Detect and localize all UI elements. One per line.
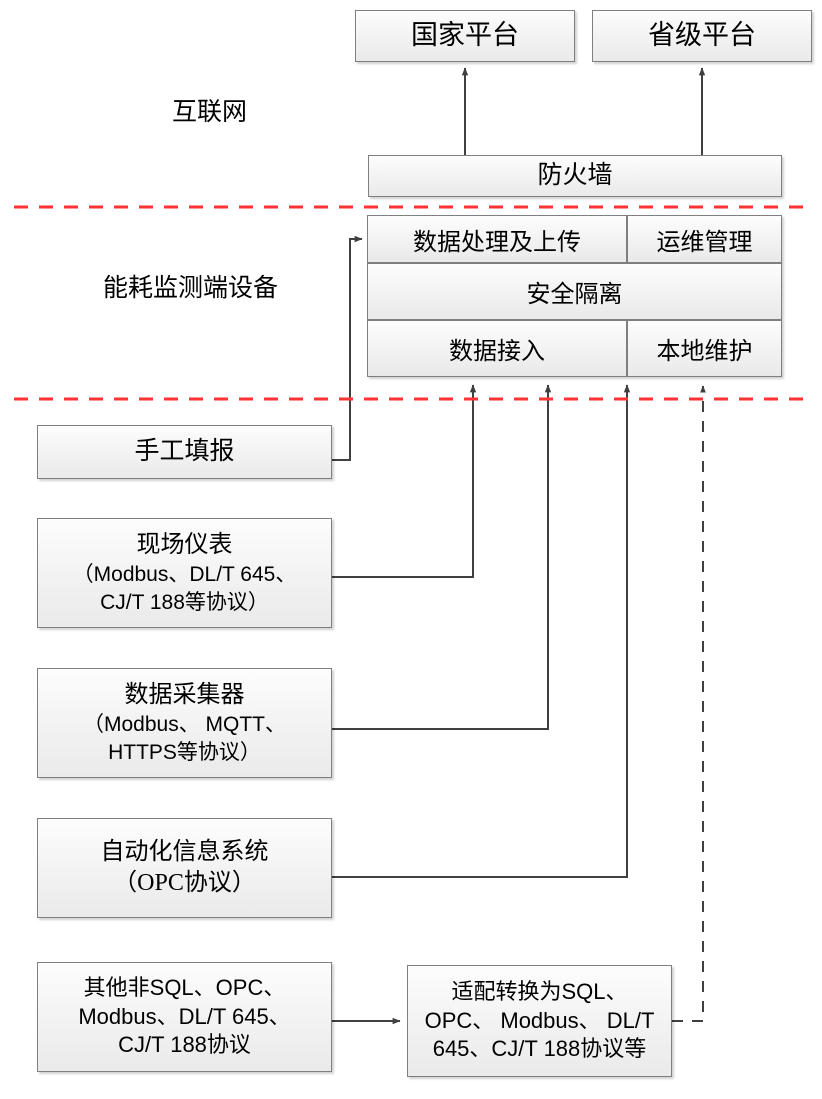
cell-data-access-label: 数据接入 [449, 339, 545, 365]
source-other-protocols[interactable]: 其他非SQL、OPC、 Modbus、DL/T 645、 CJ/T 188协议 [37, 962, 332, 1072]
source-field-meter-line2: （Modbus、DL/T 645、 [72, 563, 297, 587]
edge-collector-to-data-access [332, 384, 552, 730]
cell-data-processing-upload-label: 数据处理及上传 [413, 229, 581, 256]
source-data-collector[interactable]: 数据采集器 （Modbus、 MQTT、 HTTPS等协议） [37, 668, 332, 778]
source-automation-system[interactable]: 自动化信息系统 （OPC协议） [37, 818, 332, 918]
source-manual-entry-label: 手工填报 [134, 437, 235, 465]
source-data-collector-line2: （Modbus、 MQTT、 [82, 713, 287, 737]
adapter-conversion-box[interactable]: 适配转换为SQL、 OPC、 Modbus、 DL/T 645、CJ/T 188… [407, 965, 672, 1077]
source-data-collector-line3: HTTPS等协议） [108, 740, 261, 764]
cell-ops-management[interactable]: 运维管理 [627, 215, 782, 263]
cell-security-isolation[interactable]: 安全隔离 [367, 263, 782, 320]
adapter-conversion-line3: 645、CJ/T 188协议等 [432, 1036, 647, 1062]
source-other-protocols-line2: Modbus、DL/T 645、 [78, 1003, 291, 1029]
adapter-conversion-line2: OPC、 Modbus、 DL/T [424, 1007, 655, 1033]
cell-local-maintenance[interactable]: 本地维护 [627, 320, 782, 377]
platform-provincial-label: 省级平台 [648, 20, 756, 51]
source-manual-entry[interactable]: 手工填报 [37, 425, 332, 479]
source-automation-system-line1: 自动化信息系统 [100, 838, 269, 865]
source-automation-system-line2: （OPC协议） [113, 870, 256, 896]
edge-manual-to-proc-upload [332, 235, 363, 461]
edge-adapter-to-local-maint [672, 385, 706, 1022]
firewall-label: 防火墙 [537, 161, 613, 189]
platform-national[interactable]: 国家平台 [355, 10, 575, 62]
edge-automation-to-data-access [332, 384, 631, 878]
source-field-meter-line3: CJ/T 188等协议） [100, 590, 269, 614]
source-field-meter-line1: 现场仪表 [136, 532, 233, 559]
platform-national-label: 国家平台 [411, 20, 519, 51]
cell-data-access[interactable]: 数据接入 [367, 320, 627, 377]
device-panel: 数据处理及上传 运维管理 安全隔离 数据接入 本地维护 [367, 215, 782, 377]
source-other-protocols-line3: CJ/T 188协议 [118, 1032, 251, 1058]
source-other-protocols-line1: 其他非SQL、OPC、 [83, 975, 286, 1001]
firewall-box[interactable]: 防火墙 [368, 155, 782, 197]
platform-provincial[interactable]: 省级平台 [592, 10, 812, 62]
cell-ops-management-label: 运维管理 [656, 229, 753, 256]
zone-label-edge-device: 能耗监测端设备 [103, 275, 279, 302]
source-data-collector-line1: 数据采集器 [124, 682, 245, 709]
adapter-conversion-line1: 适配转换为SQL、 [451, 979, 628, 1005]
edge-fieldmeter-to-data-access [332, 384, 477, 578]
cell-local-maintenance-label: 本地维护 [656, 339, 753, 365]
zone-label-internet: 互联网 [172, 99, 248, 126]
cell-data-processing-upload[interactable]: 数据处理及上传 [367, 215, 627, 263]
cell-security-isolation-label: 安全隔离 [526, 282, 623, 308]
source-field-meter[interactable]: 现场仪表 （Modbus、DL/T 645、 CJ/T 188等协议） [37, 518, 332, 628]
